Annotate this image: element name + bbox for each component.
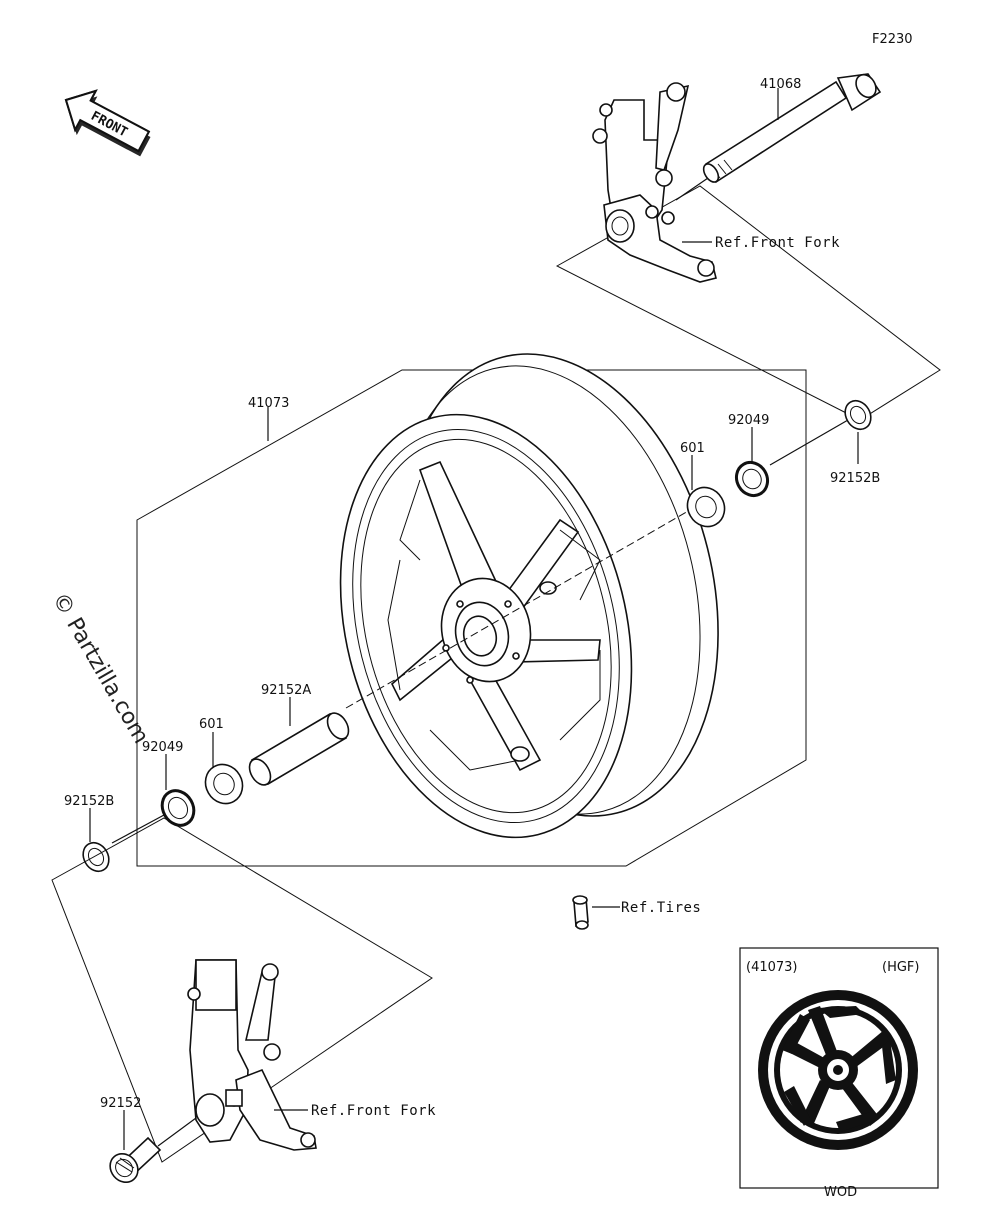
figure-code: F2230 xyxy=(872,32,913,47)
label-axle: 41068 xyxy=(760,77,801,92)
ref-tires: Ref.Tires xyxy=(621,900,701,916)
axle-41068 xyxy=(702,73,882,184)
top-fork-assembly: 41068 Ref.Front Fork xyxy=(555,73,941,421)
label-wheel: 41073 xyxy=(248,396,289,411)
inset-color-code: (HGF) xyxy=(882,960,919,975)
label-collar-right: 92152B xyxy=(830,471,880,486)
ref-front-fork-bottom: Ref.Front Fork xyxy=(311,1103,436,1119)
wheel-group-outline xyxy=(136,369,807,867)
label-spacer: 92152A xyxy=(261,683,311,698)
label-bearing-right: 601 xyxy=(680,441,705,456)
fork-leg-bottom xyxy=(187,959,317,1151)
front-arrow-icon: FRONT xyxy=(64,89,151,157)
collar-left xyxy=(82,841,110,873)
valve-icon xyxy=(572,895,589,930)
collar-right xyxy=(844,399,872,431)
color-variant-inset: (41073) (HGF) WOD xyxy=(739,947,939,1200)
bearing-right xyxy=(686,486,726,528)
bottom-fork-assembly: 92152 Ref.Front Fork xyxy=(51,817,436,1184)
collar-92152 xyxy=(109,1136,162,1184)
wheel-axis-line xyxy=(345,509,691,709)
label-bearing-left: 601 xyxy=(199,717,224,732)
inset-wheel-icon xyxy=(758,990,918,1150)
spacer-92152A xyxy=(248,712,350,786)
label-collar-bottom: 92152 xyxy=(100,1096,141,1111)
fork-leg-top xyxy=(592,82,717,283)
bearing-left xyxy=(204,763,244,805)
wheel-spokes xyxy=(387,460,601,772)
label-collar-left: 92152B xyxy=(64,794,114,809)
wheel-41073 xyxy=(339,353,719,839)
ref-front-fork-top: Ref.Front Fork xyxy=(715,235,840,251)
seal-right xyxy=(734,460,770,498)
seal-left xyxy=(160,789,196,827)
inset-part-no: (41073) xyxy=(746,960,798,975)
label-seal-left: 92049 xyxy=(142,740,183,755)
label-seal-right: 92049 xyxy=(728,413,769,428)
inset-caption: WOD xyxy=(824,1185,857,1200)
